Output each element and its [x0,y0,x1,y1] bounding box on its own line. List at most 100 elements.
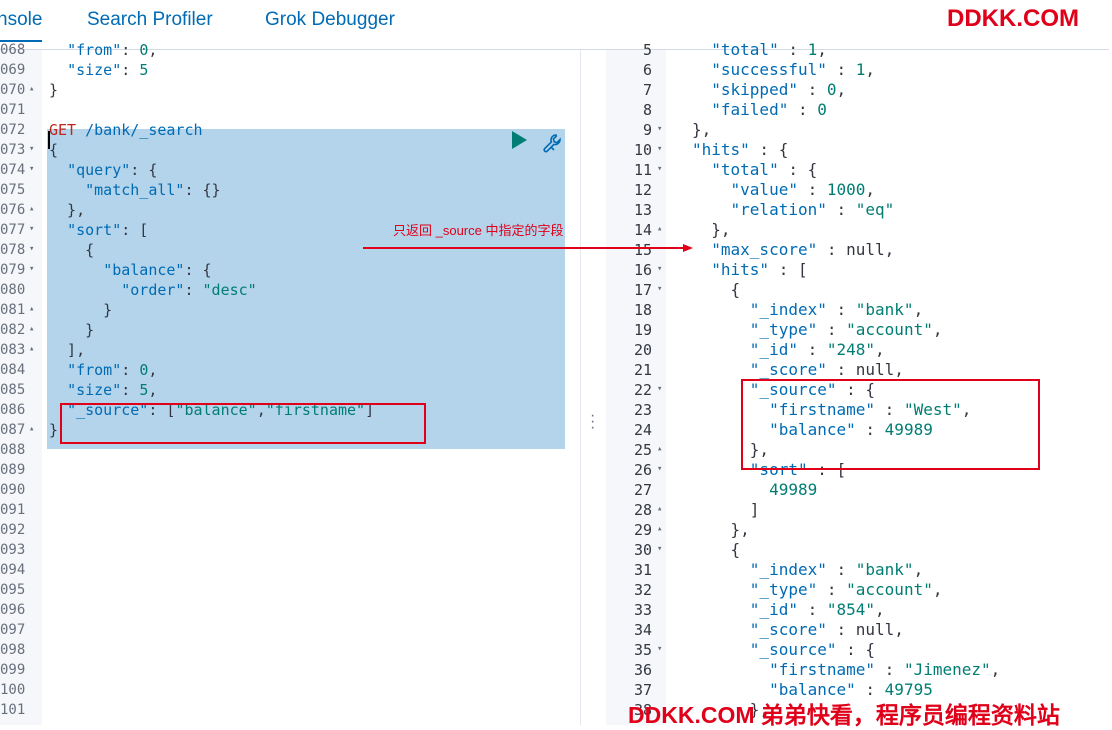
code-line: "balance": { [103,261,212,279]
line-number: 14 [633,221,652,239]
fold-toggle-icon[interactable]: ▾ [657,544,663,554]
line-number: 095 [0,582,26,598]
fold-toggle-icon[interactable]: ▾ [657,644,663,654]
resize-handle-icon[interactable]: ··· [590,407,596,436]
line-number: 093 [0,542,26,558]
line-number: 17 [633,281,652,299]
response-line: }, [692,120,712,139]
fold-toggle-icon[interactable]: ▴ [657,224,663,234]
wrench-icon[interactable] [541,132,563,154]
response-line: "_type" : "account", [749,580,943,599]
line-number: 35 [633,641,652,659]
line-number: 19 [633,321,652,339]
play-icon[interactable] [512,131,527,149]
code-line: "query": { [67,161,158,179]
code-line [49,100,569,120]
fold-toggle-icon[interactable]: ▾ [657,284,663,294]
response-line: "successful" : 1, [711,60,876,79]
line-number: 074 [0,162,26,178]
line-number: 088 [0,442,26,458]
source-request-highlight-box [60,403,426,444]
fold-toggle-icon[interactable]: ▾ [29,244,35,254]
tab-bar: nsole Search Profiler Grok Debugger DDKK… [0,0,1109,50]
line-number: 37 [633,681,652,699]
response-line: "_id" : "248", [749,340,885,359]
line-number: 084 [0,362,26,378]
line-number: 071 [0,102,26,118]
line-number: 096 [0,602,26,618]
code-line: "match_all": {} [85,181,221,199]
selection-highlight [47,129,565,429]
response-line: "hits" : { [692,140,789,159]
response-line: "_score" : null, [749,620,904,639]
code-line: { [49,241,95,259]
code-line: { [49,141,59,159]
response-line: { [692,540,741,559]
panel-divider[interactable] [580,50,607,725]
response-line: }, [692,520,750,539]
line-number: 21 [633,361,652,379]
fold-toggle-icon[interactable]: ▾ [657,124,663,134]
line-number: 26 [633,461,652,479]
line-number: 076 [0,202,26,218]
response-line: "max_score" : null, [711,240,895,259]
line-number: 28 [633,501,652,519]
fold-toggle-icon[interactable]: ▾ [657,464,663,474]
line-number: 098 [0,642,26,658]
response-line: "_type" : "account", [749,320,943,339]
fold-toggle-icon[interactable]: ▾ [657,164,663,174]
response-line: ] [692,500,760,519]
fold-toggle-icon[interactable]: ▴ [29,324,35,334]
response-line: }, [692,700,770,719]
response-line: 49989 [769,480,818,499]
tab-search-profiler[interactable]: Search Profiler [87,9,213,30]
fold-toggle-icon[interactable]: ▾ [29,264,35,274]
line-number: 20 [633,341,652,359]
response-line: "balance" : 49989 [769,420,933,439]
code-line: "sort": [ [67,221,149,239]
line-number: 29 [633,521,652,539]
line-number: 068 [0,42,26,58]
fold-toggle-icon[interactable]: ▴ [29,84,35,94]
line-number: 7 [642,81,652,99]
line-number: 085 [0,382,26,398]
response-line: "total" : { [711,160,818,179]
line-number: 099 [0,662,26,678]
code-line: }, [49,201,86,219]
response-line: }, [692,220,731,239]
line-number: 101 [0,702,26,718]
response-line: "value" : 1000, [730,180,876,199]
code-line: "from": 0, [67,41,158,59]
code-line: } [49,81,59,99]
line-number: 12 [633,181,652,199]
fold-toggle-icon[interactable]: ▴ [657,444,663,454]
fold-toggle-icon[interactable]: ▴ [29,304,35,314]
annotation-label: 只返回 _source 中指定的字段 [393,223,564,238]
tab-console[interactable]: nsole [0,9,43,42]
fold-toggle-icon[interactable]: ▴ [657,504,663,514]
response-line: "balance" : 49795 [769,680,933,699]
response-line: "_index" : "bank", [749,560,924,579]
line-number: 24 [633,421,652,439]
line-number: 081 [0,302,26,318]
code-line: "size": 5 [67,61,149,79]
line-number: 30 [633,541,652,559]
response-line: { [692,280,741,299]
response-line: "firstname" : "Jimenez", [769,660,1001,679]
fold-toggle-icon[interactable]: ▾ [657,264,663,274]
tab-grok-debugger[interactable]: Grok Debugger [265,9,395,30]
fold-toggle-icon[interactable]: ▾ [29,144,35,154]
fold-toggle-icon[interactable]: ▾ [657,384,663,394]
fold-toggle-icon[interactable]: ▴ [29,344,35,354]
fold-toggle-icon[interactable]: ▾ [657,144,663,154]
fold-toggle-icon[interactable]: ▾ [29,164,35,174]
fold-toggle-icon[interactable]: ▴ [657,524,663,534]
fold-toggle-icon[interactable]: ▴ [29,424,35,434]
fold-toggle-icon[interactable]: ▾ [29,224,35,234]
response-line: "firstname" : "West", [769,400,972,419]
line-number: 34 [633,621,652,639]
line-number: 070 [0,82,26,98]
fold-toggle-icon[interactable]: ▴ [29,204,35,214]
